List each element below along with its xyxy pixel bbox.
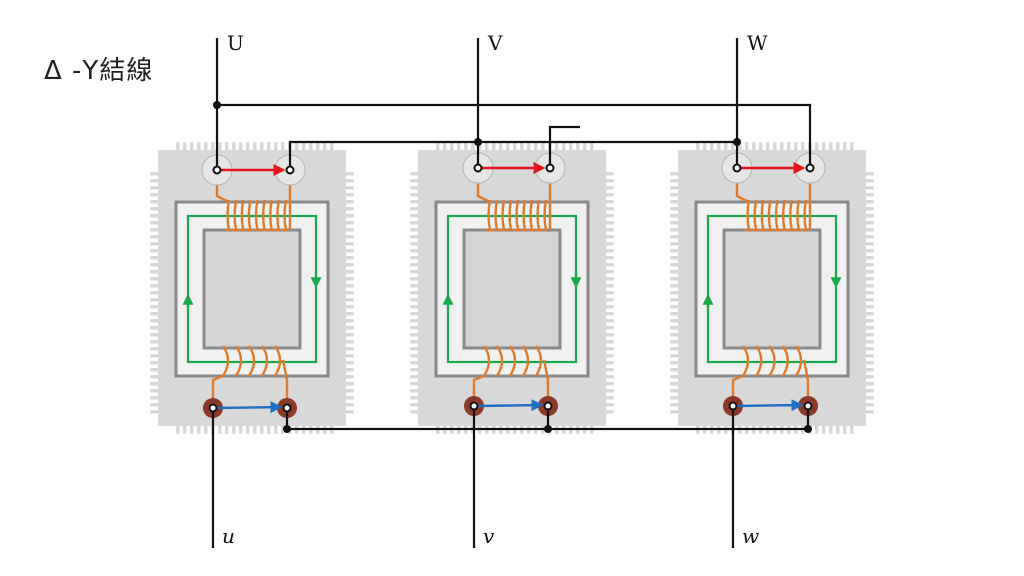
transformer-2 xyxy=(410,142,614,434)
secondary-voltage-arrow xyxy=(216,401,283,414)
secondary-terminal xyxy=(282,403,292,413)
delta-bus-3a xyxy=(548,125,580,164)
primary-terminal xyxy=(212,165,222,175)
secondary-terminal xyxy=(208,403,218,413)
transformer-core-window xyxy=(722,228,822,350)
secondary-winding xyxy=(211,345,289,404)
transformer-3 xyxy=(670,142,874,434)
primary-terminal xyxy=(545,163,555,173)
secondary-terminal xyxy=(803,401,813,411)
junction-dot xyxy=(733,138,741,146)
primary-terminal xyxy=(285,165,295,175)
secondary-winding xyxy=(731,345,810,402)
secondary-terminal-label-u: u xyxy=(222,524,235,548)
primary-terminal-label-U: U xyxy=(227,31,244,55)
primary-terminal xyxy=(805,163,815,173)
junction-dot xyxy=(804,425,812,433)
secondary-voltage-arrow xyxy=(736,399,804,412)
flux-path xyxy=(446,214,578,364)
junction-dot xyxy=(283,425,291,433)
secondary-winding xyxy=(472,345,550,402)
secondary-terminal xyxy=(543,401,553,411)
secondary-terminal xyxy=(728,401,738,411)
secondary-terminal-label-v: v xyxy=(483,524,495,548)
transformer-1 xyxy=(150,142,354,434)
primary-terminal xyxy=(732,163,742,173)
transformer-core-window xyxy=(202,228,302,350)
primary-terminal-label-W: W xyxy=(747,31,768,55)
secondary-terminal xyxy=(469,401,479,411)
flux-path xyxy=(186,214,318,364)
secondary-voltage-arrow xyxy=(477,399,544,412)
secondary-terminal-label-w: w xyxy=(742,524,759,548)
diagram-title: Δ -Y結線 xyxy=(44,56,154,86)
delta-bus-1 xyxy=(217,103,812,164)
junction-dot xyxy=(544,425,552,433)
transformer-core-window xyxy=(462,228,562,350)
junction-dot xyxy=(474,138,482,146)
primary-terminal-label-V: V xyxy=(487,31,503,55)
primary-terminal xyxy=(473,163,483,173)
flux-path xyxy=(706,214,838,364)
wiring xyxy=(211,38,812,548)
delta-bus-2 xyxy=(288,140,737,166)
junction-dot xyxy=(213,101,221,109)
